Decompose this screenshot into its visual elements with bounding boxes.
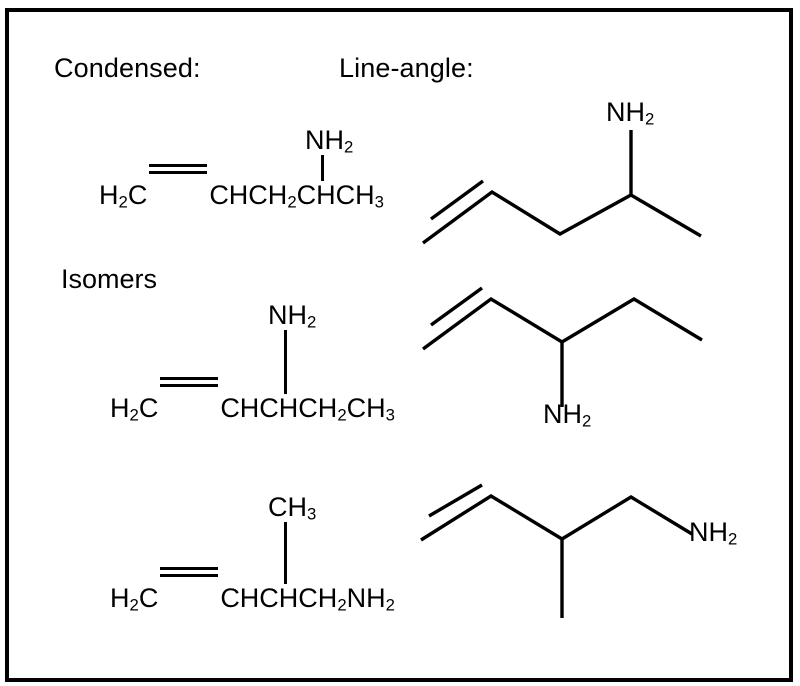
formula-subscript: 2: [287, 192, 297, 212]
formula-segment: CHCHCH: [220, 583, 338, 613]
column-header-line-angle: Line-angle:: [339, 53, 474, 83]
substituent-subscript: 2: [307, 312, 317, 332]
line-angle-structure-2: [421, 286, 703, 407]
substituent-text: CH: [268, 492, 307, 522]
condensed-bond-vertical-1: [321, 155, 324, 181]
formula-segment: CHCH: [296, 180, 375, 210]
formula-segment: C: [138, 583, 159, 613]
formula-segment: H: [99, 180, 119, 210]
substituent-text: NH: [305, 125, 344, 155]
condensed-bond-vertical-2: [284, 330, 287, 394]
atom-label-subscript: 2: [645, 109, 655, 129]
column-header-condensed: Condensed:: [54, 53, 201, 83]
atom-label-text: NH: [543, 399, 582, 429]
formula-segment: H: [110, 393, 130, 423]
carbon-skeleton-2: [421, 296, 703, 351]
atom-label-text: NH: [606, 97, 645, 127]
formula-segment: CH: [346, 393, 386, 423]
formula-subscript: 2: [118, 192, 128, 212]
formula-segment: NH: [346, 583, 386, 613]
formula-segment: CHCH: [209, 180, 288, 210]
substituent-subscript: 3: [307, 504, 317, 524]
formula-subscript: 3: [374, 192, 384, 212]
condensed-substituent-1: NH2: [305, 125, 353, 158]
line-angle-label-amine-2: NH2: [543, 399, 591, 432]
formula-subscript: 2: [129, 595, 139, 615]
double-bond-icon: [158, 376, 220, 417]
formula-subscript: 2: [337, 595, 347, 615]
formula-subscript: 2: [129, 405, 139, 425]
atom-label-subscript: 2: [728, 529, 738, 549]
atom-label-subscript: 2: [582, 411, 592, 431]
substituent-subscript: 2: [344, 137, 354, 157]
line-angle-label-amine-3: NH2: [689, 517, 737, 550]
double-bond-icon: [158, 566, 220, 607]
formula-subscript: 2: [337, 405, 347, 425]
condensed-substituent-2: NH2: [268, 300, 316, 333]
line-angle-label-amine-1: NH2: [606, 97, 654, 130]
double-bond-icon: [147, 163, 209, 204]
formula-segment: C: [127, 180, 148, 210]
double-bond-inner-1: [429, 179, 485, 221]
substituent-text: NH: [268, 300, 307, 330]
formula-segment: H: [110, 583, 130, 613]
line-angle-structure-3: [420, 483, 693, 618]
formula-subscript: 3: [385, 405, 395, 425]
double-bond-inner-2: [430, 286, 483, 327]
formula-subscript: 2: [385, 595, 395, 615]
condensed-bond-vertical-3: [284, 522, 287, 584]
carbon-skeleton-3: [420, 494, 693, 542]
carbon-skeleton-1: [421, 189, 702, 245]
atom-label-text: NH: [689, 517, 728, 547]
line-angle-structure-1: [421, 130, 702, 245]
condensed-substituent-3: CH3: [268, 492, 316, 525]
double-bond-inner-3: [428, 483, 483, 518]
isomers-label: Isomers: [61, 264, 158, 294]
formula-segment: CHCHCH: [220, 393, 338, 423]
formula-segment: C: [138, 393, 159, 423]
